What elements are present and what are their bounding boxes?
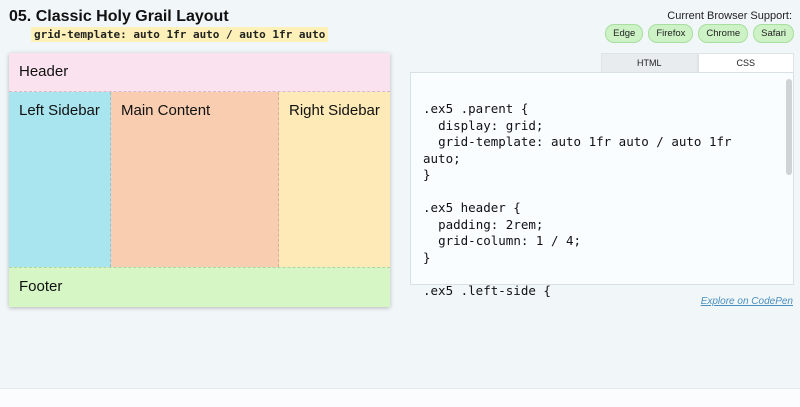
section-title: 05. Classic Holy Grail Layout (9, 8, 229, 25)
demo-right-sidebar: Right Sidebar (279, 92, 390, 267)
badge-edge: Edge (605, 24, 644, 43)
badge-firefox: Firefox (648, 24, 694, 43)
holy-grail-demo: Header Left Sidebar Main Content Right S… (9, 53, 390, 307)
demo-footer: Footer (9, 267, 390, 307)
tab-html[interactable]: HTML (601, 53, 698, 72)
demo-header: Header (9, 53, 390, 92)
codepen-link[interactable]: Explore on CodePen (700, 296, 793, 307)
browser-support-label: Current Browser Support: (667, 10, 792, 22)
badge-chrome: Chrome (698, 24, 749, 43)
page-background: 05. Classic Holy Grail Layout grid-templ… (9, 8, 794, 307)
badge-safari: Safari (753, 24, 794, 43)
code-tabs: HTML CSS (601, 53, 794, 72)
demo-main-content: Main Content (111, 92, 279, 267)
demo-left-sidebar: Left Sidebar (9, 92, 111, 267)
grid-template-code: grid-template: auto 1fr auto / auto 1fr … (31, 27, 329, 42)
css-code: .ex5 .parent { display: grid; grid-templ… (423, 101, 732, 298)
tab-css[interactable]: CSS (697, 53, 794, 72)
css-code-panel[interactable]: .ex5 .parent { display: grid; grid-templ… (410, 72, 794, 298)
browser-badges: Edge Firefox Chrome Safari (605, 24, 794, 43)
code-scrollbar[interactable] (786, 79, 792, 175)
bottom-strip (0, 388, 800, 407)
